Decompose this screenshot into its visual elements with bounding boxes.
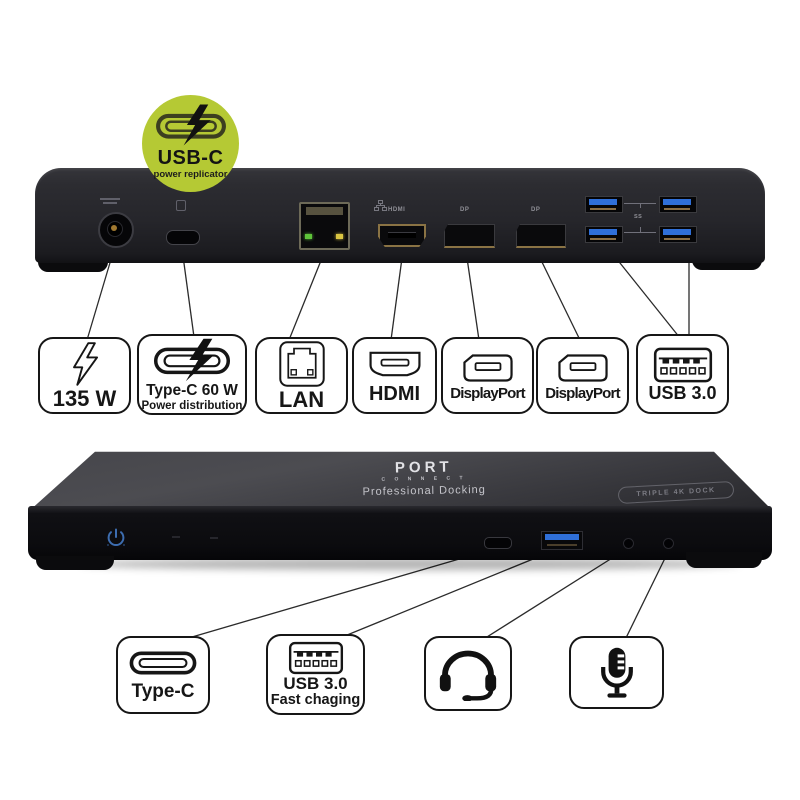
dc-jack-label-mark2	[103, 202, 117, 204]
callout-label-type-c-60w: Type-C 60 W	[146, 382, 238, 400]
callout-box-lan: LAN	[255, 337, 348, 414]
callout-label-displayport-1: DisplayPort	[450, 384, 525, 402]
dc-jack-label-mark	[100, 198, 120, 200]
lan-led-green	[305, 234, 312, 239]
callout-box-displayport-1: DisplayPort	[441, 337, 534, 414]
usb-c-connector-icon	[129, 651, 197, 675]
usb-c-power-replicator-badge: USB-C power replicator	[142, 95, 239, 192]
callout-box-type-c-60w: Type-C 60 W Power distribution	[137, 334, 247, 415]
callout-box-displayport-2: DisplayPort	[536, 337, 629, 414]
usb-c-back-port	[166, 230, 200, 245]
badge-subtitle: power replicator	[153, 169, 228, 180]
usb3-back-port-1	[585, 196, 623, 213]
callout-box-microphone	[569, 636, 664, 709]
ss-usb-label: SS	[634, 214, 643, 220]
callout-label-usb3: USB 3.0	[648, 382, 717, 403]
usb-c-lightning-badge-icon	[155, 104, 226, 146]
ss-bracket-bottom	[624, 232, 656, 233]
front-slot-mark-1	[172, 536, 180, 538]
usb-a-port-icon	[288, 641, 343, 675]
callout-label-usb3-fast-2: Fast chaging	[270, 691, 361, 708]
dock-back-view	[35, 168, 765, 263]
network-icon	[374, 200, 387, 211]
microphone-jack	[663, 538, 674, 549]
callout-label-hdmi: HDMI	[368, 383, 421, 405]
callout-label-135w: 135 W	[52, 385, 117, 411]
usb-c-label-mark	[176, 200, 186, 211]
callout-label-usb3-fast-1: USB 3.0	[283, 673, 348, 693]
microphone-icon	[600, 647, 633, 698]
callout-box-usb3-fast: USB 3.0 Fast chaging	[266, 634, 365, 715]
dock-front-view: PORT C O N N E C T Professional Docking …	[28, 448, 772, 572]
usb3-back-port-3	[585, 226, 623, 243]
lightning-icon	[72, 342, 98, 386]
usb-c-lightning-icon	[153, 339, 231, 382]
lan-port	[299, 202, 350, 250]
displayport-connector-icon	[557, 354, 608, 382]
callout-label-power-distribution: Power distribution	[141, 399, 243, 412]
dock-front-face	[28, 506, 772, 560]
callout-box-135w: 135 W	[38, 337, 131, 414]
front-slot-mark-2	[210, 537, 218, 539]
dock-top-surface	[30, 451, 772, 510]
headset-jack	[623, 538, 634, 549]
dp1-port-label: DP	[460, 207, 470, 213]
callout-label-lan: LAN	[278, 386, 325, 412]
displayport-back-port-1	[444, 224, 495, 248]
device-shadow	[80, 558, 740, 570]
displayport-back-port-2	[516, 224, 566, 248]
callout-label-displayport-2: DisplayPort	[545, 384, 620, 402]
lan-led-yellow	[336, 234, 343, 239]
headset-icon	[439, 650, 497, 701]
callout-label-type-c: Type-C	[131, 681, 195, 703]
displayport-connector-icon	[462, 354, 513, 382]
callout-box-usb3: USB 3.0	[636, 334, 729, 414]
dc-power-jack	[98, 212, 134, 248]
hdmi-port-label: HDMI	[388, 207, 406, 213]
usb-a-port-icon	[653, 347, 712, 382]
hdmi-connector-icon	[368, 351, 421, 377]
dp2-port-label: DP	[531, 207, 541, 213]
rj45-icon	[278, 341, 325, 387]
power-button-icon	[107, 528, 125, 547]
usb-c-front-port	[484, 537, 512, 549]
callout-box-headset	[424, 636, 512, 711]
front-device-right-foot	[686, 552, 762, 568]
brand-block: PORT C O N N E C T Professional Docking	[324, 458, 525, 498]
usb3-back-port-2	[659, 196, 697, 213]
usb3-front-port	[541, 531, 583, 550]
callout-box-hdmi: HDMI	[352, 337, 437, 414]
front-device-left-foot	[36, 556, 114, 570]
callout-box-type-c: Type-C	[116, 636, 210, 714]
usb3-back-port-4	[659, 226, 697, 243]
hdmi-back-port	[378, 224, 426, 247]
badge-title: USB-C	[157, 147, 224, 169]
